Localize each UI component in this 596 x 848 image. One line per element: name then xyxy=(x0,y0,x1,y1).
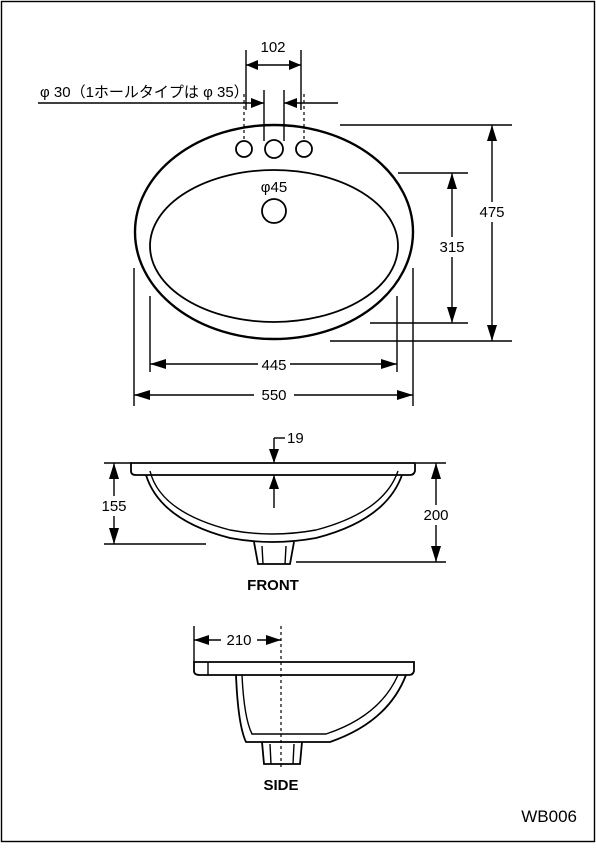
dim-445-value: 445 xyxy=(261,357,286,374)
dim-475-arrow-bottom xyxy=(487,325,497,341)
dim-550-gap xyxy=(254,385,294,405)
front-view: 19 155 200 FRONT xyxy=(98,430,454,594)
side-view-label: SIDE xyxy=(263,777,298,794)
dim-475-gap xyxy=(478,202,506,222)
hole-note-arrow-left xyxy=(251,98,264,108)
faucet-hole-center xyxy=(264,139,284,159)
drain-hole xyxy=(261,198,287,224)
dim-210-arrow-left xyxy=(194,635,209,645)
dim-102-arrow-left xyxy=(246,60,258,70)
front-bowl-inner xyxy=(149,470,399,535)
side-view: 210 SIDE xyxy=(193,626,415,794)
plan-view: 102 φ 30（1ホールタイプは φ 35） φ45 475 315 445 xyxy=(38,39,512,406)
dim-210-gap xyxy=(221,630,257,650)
dim-550-arrow-right xyxy=(397,390,413,400)
dim-200-arrow-bottom xyxy=(431,546,441,562)
side-bowl-inner xyxy=(241,674,399,735)
dim-102-value: 102 xyxy=(260,39,285,56)
dim-315-arrow-top xyxy=(447,173,457,189)
basin-outer-rim xyxy=(133,123,415,341)
dim-475-value: 475 xyxy=(479,204,504,221)
model-code: WB006 xyxy=(521,807,577,826)
dim-315-arrow-bottom xyxy=(447,307,457,323)
dim-200-gap xyxy=(418,505,454,525)
dim-155-gap xyxy=(98,496,130,516)
side-drain-line-b xyxy=(292,743,295,765)
dim-210-value: 210 xyxy=(226,632,251,649)
dim-19-arrow-top xyxy=(269,449,279,463)
basin-inner-bowl xyxy=(149,169,399,323)
faucet-hole-left xyxy=(235,140,253,158)
dim-200-arrow-top xyxy=(431,463,441,479)
dim-hole-note: φ 30（1ホールタイプは φ 35） xyxy=(40,84,249,101)
dim-445-arrow-left xyxy=(150,359,166,369)
dim-200-value: 200 xyxy=(423,507,448,524)
front-drain-line-a xyxy=(261,545,264,565)
dim-102-arrow-right xyxy=(289,60,301,70)
dim-445-gap xyxy=(258,354,290,374)
dim-155-arrow-top xyxy=(109,463,119,479)
side-bowl-outer xyxy=(235,674,407,743)
dim-155-value: 155 xyxy=(101,498,126,515)
dim-drain-value: φ45 xyxy=(261,179,287,196)
dim-445-arrow-right xyxy=(381,359,397,369)
front-view-label: FRONT xyxy=(247,577,299,594)
dim-475-arrow-top xyxy=(487,125,497,141)
front-drain xyxy=(253,541,295,565)
dim-550-arrow-left xyxy=(134,390,150,400)
front-bowl-outer xyxy=(145,474,403,543)
hole-note-arrow-right xyxy=(284,98,297,108)
side-drain xyxy=(261,741,303,765)
dim-210-arrow-right xyxy=(266,635,281,645)
side-drain-line-a xyxy=(269,743,272,765)
front-rim xyxy=(130,462,416,476)
dim-550-value: 550 xyxy=(261,387,286,404)
dim-19-arrow-bottom xyxy=(269,475,279,489)
dim-315-gap xyxy=(436,237,468,257)
dim-155-arrow-bottom xyxy=(109,528,119,544)
side-rim xyxy=(193,661,415,676)
dim-19-value: 19 xyxy=(287,430,304,447)
front-drain-line-b xyxy=(284,545,287,565)
dim-315-value: 315 xyxy=(439,239,464,256)
faucet-hole-right xyxy=(295,140,313,158)
